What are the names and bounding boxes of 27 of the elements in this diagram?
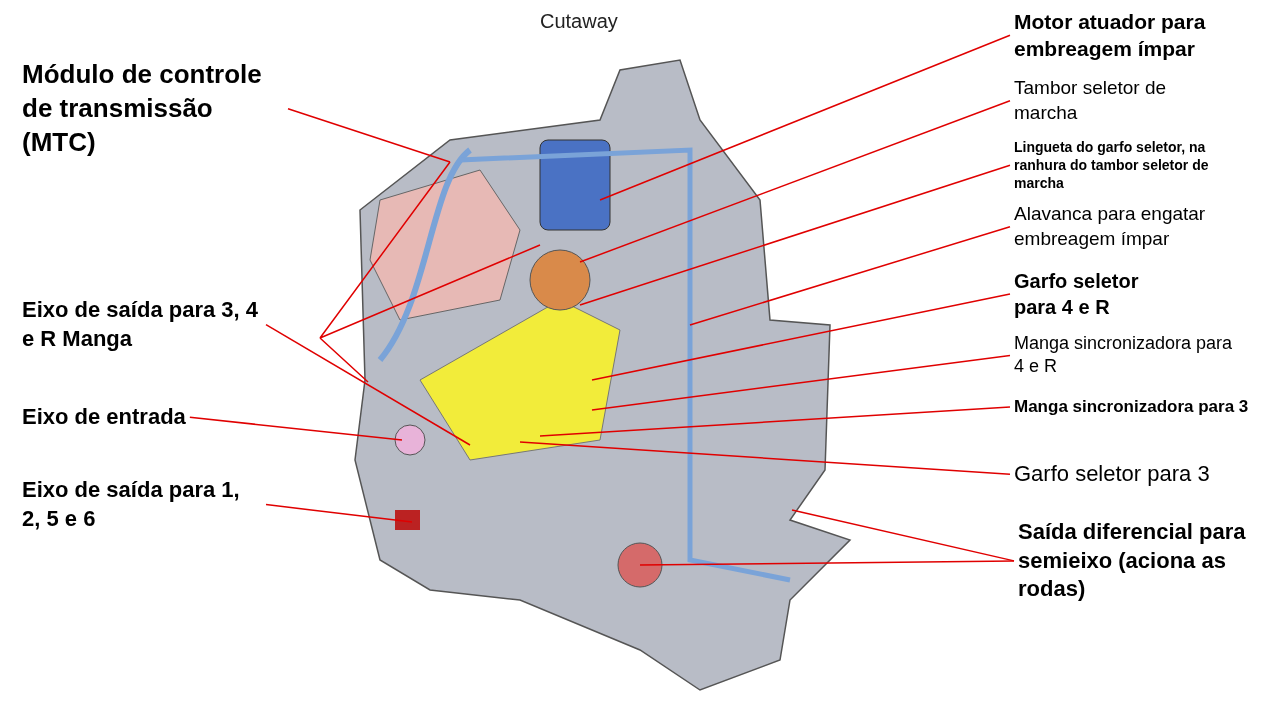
leader-line bbox=[579, 164, 1011, 306]
part-label: Tambor seletor de marcha bbox=[1014, 76, 1214, 126]
part-label: Módulo de controle de transmissão (MTC) bbox=[22, 58, 284, 160]
part-label: Motor atuador para embreagem ímpar bbox=[1014, 8, 1264, 63]
leader-line bbox=[189, 416, 403, 441]
part-label: Alavanca para engatar embreagem ímpar bbox=[1014, 202, 1264, 252]
leader-line bbox=[689, 225, 1011, 326]
part-label: Eixo de saída para 1, 2, 5 e 6 bbox=[22, 476, 262, 534]
part-label: Manga sincronizadora para 3 bbox=[1014, 396, 1249, 419]
part-label: Lingueta do garfo seletor, na ranhura do tambor seletor de marcha bbox=[1014, 138, 1259, 193]
leader-line bbox=[519, 441, 1011, 476]
leader-line bbox=[265, 323, 471, 446]
part-label: Eixo de entrada bbox=[22, 403, 186, 432]
part-label: Manga sincronizadora para 4 e R bbox=[1014, 332, 1244, 379]
drawing-title: Cutaway bbox=[540, 10, 618, 33]
leader-line bbox=[287, 107, 451, 163]
leader-line bbox=[579, 99, 1011, 263]
part-label: Eixo de saída para 3, 4 e R Manga bbox=[22, 296, 262, 354]
leader-line bbox=[265, 503, 413, 523]
part-label: Saída diferencial para semieixo (aciona as rodas) bbox=[1018, 518, 1253, 604]
part-label: Garfo seletor para 3 bbox=[1014, 460, 1210, 489]
leader-line bbox=[639, 560, 1015, 566]
leader-line bbox=[539, 406, 1011, 437]
part-label: Garfo seletor para 4 e R bbox=[1014, 268, 1174, 320]
leader-line bbox=[591, 293, 1011, 381]
leader-line bbox=[591, 354, 1011, 411]
leader-line bbox=[599, 34, 1011, 201]
